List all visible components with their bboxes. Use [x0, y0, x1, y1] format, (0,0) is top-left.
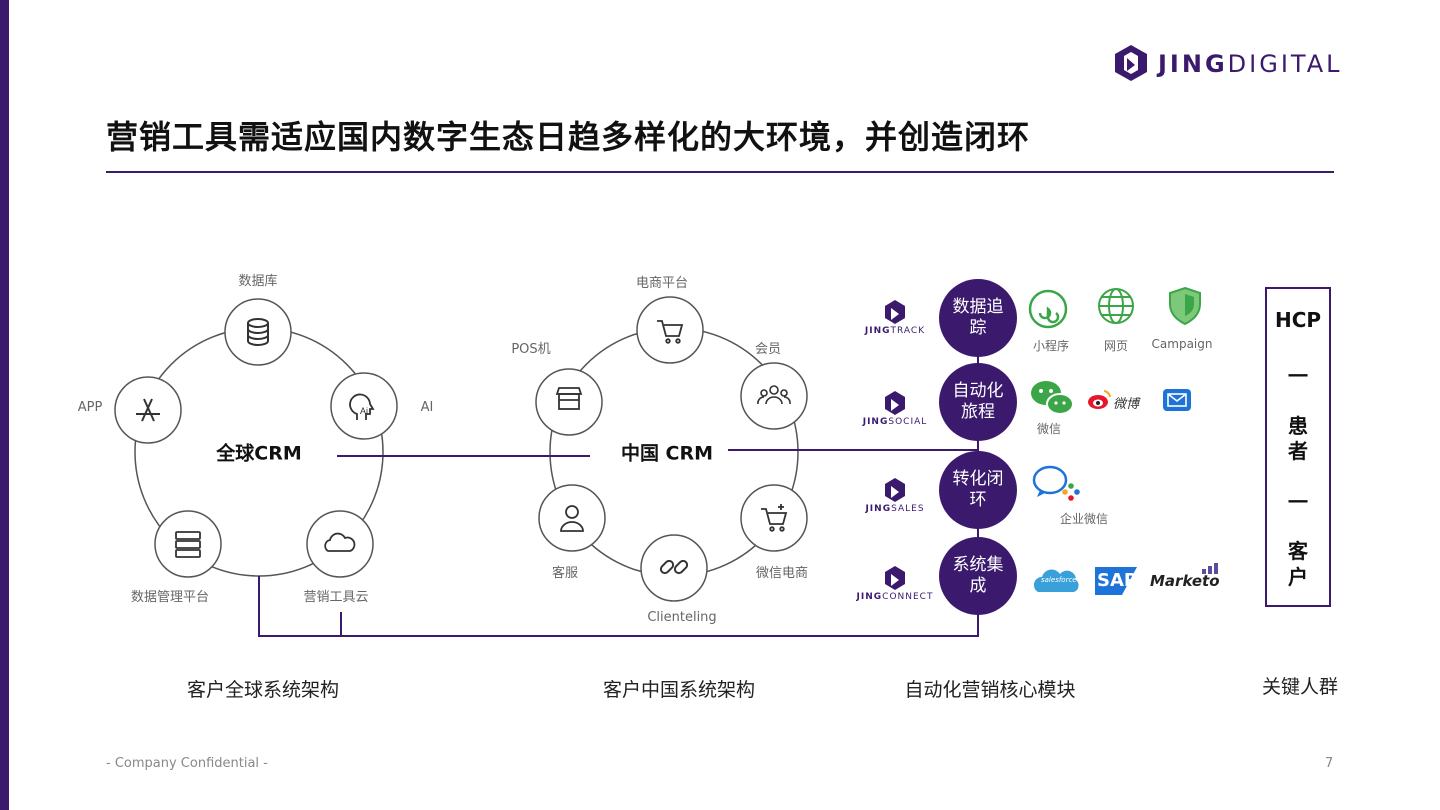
channel-label-sap: SAP — [1097, 570, 1138, 591]
node-data-management-platform[interactable] — [154, 510, 222, 578]
mini-program-icon — [1028, 289, 1068, 329]
section-label-china: 客户中国系统架构 — [602, 679, 756, 701]
jingsocial-logo-icon — [885, 391, 905, 415]
cloud-icon — [324, 532, 356, 552]
node-label-ecommerce: 电商平台 — [635, 276, 689, 291]
web-globe-icon — [1098, 288, 1134, 324]
node-label-wechat-ecommerce: 微信电商 — [755, 566, 809, 581]
server-stack-icon — [175, 531, 201, 558]
title-divider — [106, 171, 1334, 173]
node-database[interactable] — [224, 298, 292, 366]
jingsales-logo-icon — [885, 478, 905, 502]
jingtrack-logo-icon — [885, 300, 905, 324]
module-pill-conversion-loop[interactable]: 转化闭环 — [939, 451, 1017, 529]
section-label-global: 客户全球系统架构 — [186, 679, 340, 701]
channel-label-wecom: 企业微信 — [1059, 512, 1109, 526]
page-number: 7 — [1325, 756, 1334, 771]
key-group-dash-1: 一 — [1288, 364, 1308, 388]
ai-head-icon: Ai — [349, 393, 375, 420]
module-pill-data-tracking[interactable]: 数据追踪 — [939, 279, 1017, 357]
jingdigital-logo-icon — [1115, 45, 1147, 81]
china-crm-hub: 中国 CRM — [612, 438, 722, 466]
key-group-char-hu: 户 — [1288, 565, 1308, 589]
node-label-clienteling: Clienteling — [647, 610, 717, 625]
marketo-bars-icon — [1202, 563, 1218, 574]
campaign-shield-icon — [1169, 286, 1201, 326]
store-icon — [555, 387, 583, 410]
node-label-database: 数据库 — [238, 274, 278, 289]
node-marketing-cloud[interactable] — [306, 510, 374, 578]
brand-jingsocial: JINGSOCIAL — [862, 417, 928, 427]
node-label-app: APP — [77, 400, 103, 415]
brand-jingconnect: JINGCONNECT — [856, 592, 934, 602]
jingconnect-logo-icon — [885, 566, 905, 590]
wechat-cart-icon — [761, 504, 788, 532]
node-label-marketing-cloud: 营销工具云 — [303, 590, 369, 605]
database-icon — [247, 318, 269, 346]
section-label-key-group: 关键人群 — [1261, 676, 1339, 698]
logo-wordmark: JINGDIGITAL — [1158, 50, 1343, 78]
page-title: 营销工具需适应国内数字生态日趋多样化的大环境，并创造闭环 — [106, 118, 1031, 156]
sap-logo-icon — [1095, 567, 1137, 595]
wecom-icon — [1032, 465, 1080, 501]
service-agent-icon — [560, 505, 584, 532]
global-crm-hub: 全球CRM — [216, 442, 302, 465]
node-clienteling[interactable] — [640, 534, 708, 602]
node-wechat-ecommerce[interactable] — [740, 484, 808, 552]
brand-jingsales: JINGSALES — [865, 504, 925, 514]
brand-jingtrack: JINGTRACK — [864, 326, 926, 336]
channel-label-campaign: Campaign — [1151, 337, 1213, 351]
channel-label-mini-program: 小程序 — [1032, 339, 1070, 353]
key-group-char-huan: 患 — [1288, 414, 1308, 438]
app-store-icon — [136, 398, 160, 422]
node-ai[interactable]: Ai — [330, 372, 398, 440]
key-group-box — [1265, 287, 1331, 607]
node-pos[interactable] — [535, 368, 603, 436]
node-label-pos: POS机 — [511, 342, 551, 357]
email-icon — [1163, 389, 1191, 411]
node-customer-service[interactable] — [538, 484, 606, 552]
wechat-icon — [1031, 381, 1074, 415]
footer-confidential: - Company Confidential - — [106, 756, 268, 771]
node-app[interactable] — [114, 376, 182, 444]
channel-label-weibo: 微博 — [1113, 397, 1140, 412]
left-accent-bar — [0, 0, 9, 810]
module-pill-automation-journey[interactable]: 自动化旅程 — [939, 363, 1017, 441]
key-group-char-zhe: 者 — [1288, 439, 1308, 463]
section-label-modules: 自动化营销核心模块 — [904, 679, 1076, 701]
channel-label-wechat: 微信 — [1036, 422, 1062, 436]
module-pill-system-integration[interactable]: 系统集成 — [939, 537, 1017, 615]
channel-label-salesforce: salesforce — [1041, 576, 1077, 584]
salesforce-cloud-icon — [1033, 569, 1079, 592]
members-icon — [757, 385, 791, 405]
key-group-char-ke: 客 — [1288, 539, 1308, 563]
channel-label-web: 网页 — [1103, 339, 1129, 353]
key-group-hcp: HCP — [1274, 308, 1322, 332]
link-icon — [659, 559, 689, 575]
node-label-ai: AI — [420, 400, 434, 415]
key-group-dash-2: 一 — [1288, 490, 1308, 514]
weibo-icon — [1088, 390, 1111, 409]
svg-text:Ai: Ai — [360, 406, 368, 416]
node-label-customer-service: 客服 — [551, 566, 579, 581]
node-label-members: 会员 — [754, 342, 782, 357]
connector-bottom-loop — [258, 576, 979, 637]
node-label-dmp: 数据管理平台 — [130, 590, 210, 605]
channel-label-marketo: Marketo — [1150, 572, 1220, 590]
cart-icon — [657, 320, 684, 344]
node-members[interactable] — [740, 362, 808, 430]
node-ecommerce[interactable] — [636, 296, 704, 364]
